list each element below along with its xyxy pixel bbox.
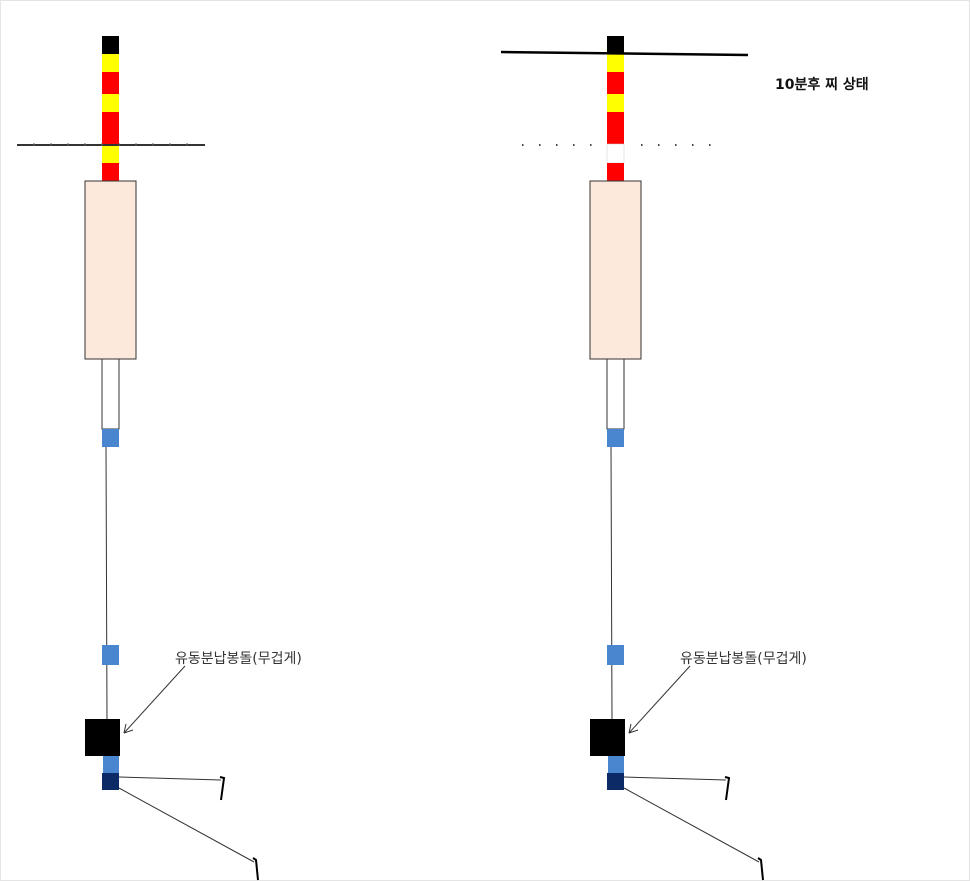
sinker bbox=[590, 719, 625, 756]
antenna-segment-yellow bbox=[102, 144, 119, 163]
antenna-segment-yellow bbox=[102, 94, 119, 112]
previous-water-level-dot bbox=[573, 144, 575, 146]
previous-water-level-dot bbox=[641, 144, 643, 146]
previous-water-level-dot bbox=[590, 144, 592, 146]
antenna-segment-yellow bbox=[607, 54, 624, 72]
antenna-segment-red bbox=[102, 112, 119, 144]
label-pointer-arrowhead bbox=[123, 723, 134, 734]
sinker bbox=[85, 719, 120, 756]
hook-short bbox=[724, 776, 731, 801]
float-body bbox=[589, 180, 642, 360]
previous-water-level-dot bbox=[692, 144, 694, 146]
diagram-title: 10분후 찌 상태 bbox=[775, 77, 869, 93]
water-surface-line bbox=[500, 50, 749, 57]
float-stem bbox=[101, 358, 120, 430]
antenna-segment-black bbox=[607, 36, 624, 54]
antenna-segment-red bbox=[102, 72, 119, 94]
label-pointer-arrowhead bbox=[628, 723, 639, 734]
float-stem bbox=[606, 358, 625, 430]
sinker-label-left: 유동분납봉돌(무겁게) bbox=[175, 651, 302, 667]
float-stopper-top bbox=[607, 429, 624, 447]
float-body bbox=[84, 180, 137, 360]
main-line bbox=[105, 446, 108, 721]
swivel bbox=[102, 773, 119, 790]
leader-line-long bbox=[118, 787, 255, 863]
previous-water-level-dot bbox=[675, 144, 677, 146]
previous-water-level-dot bbox=[556, 144, 558, 146]
sinker-stopper bbox=[102, 645, 119, 665]
swivel bbox=[607, 773, 624, 790]
leader-line-short bbox=[118, 776, 222, 781]
previous-water-level-dot bbox=[658, 144, 660, 146]
stopper-bottom bbox=[608, 756, 624, 773]
float-rig-after-10min bbox=[500, 36, 764, 881]
antenna-segment-red bbox=[102, 163, 119, 181]
antenna-segment-black bbox=[102, 36, 119, 54]
leader-line-long bbox=[623, 787, 760, 863]
float-stopper-top bbox=[102, 429, 119, 447]
antenna-segment-red bbox=[607, 163, 624, 181]
hook-long bbox=[252, 857, 259, 881]
previous-water-level-dot bbox=[539, 144, 541, 146]
label-pointer-line bbox=[628, 665, 691, 734]
antenna-segment-yellow bbox=[607, 94, 624, 112]
leader-line-short bbox=[623, 776, 727, 781]
antenna-segment-yellow bbox=[102, 54, 119, 72]
antenna-segment-white bbox=[606, 143, 625, 164]
sinker-label-right: 유동분납봉돌(무겁게) bbox=[680, 651, 807, 667]
stopper-bottom bbox=[103, 756, 119, 773]
previous-water-level-dot bbox=[522, 144, 524, 146]
float-rig-initial bbox=[17, 36, 259, 881]
hook-short bbox=[219, 776, 226, 801]
label-pointer-line bbox=[123, 665, 186, 734]
antenna-segment-red bbox=[607, 112, 624, 144]
antenna-segment-red bbox=[607, 72, 624, 94]
main-line bbox=[610, 446, 613, 721]
sinker-stopper bbox=[607, 645, 624, 665]
hook-long bbox=[757, 857, 764, 881]
previous-water-level-dot bbox=[709, 144, 711, 146]
